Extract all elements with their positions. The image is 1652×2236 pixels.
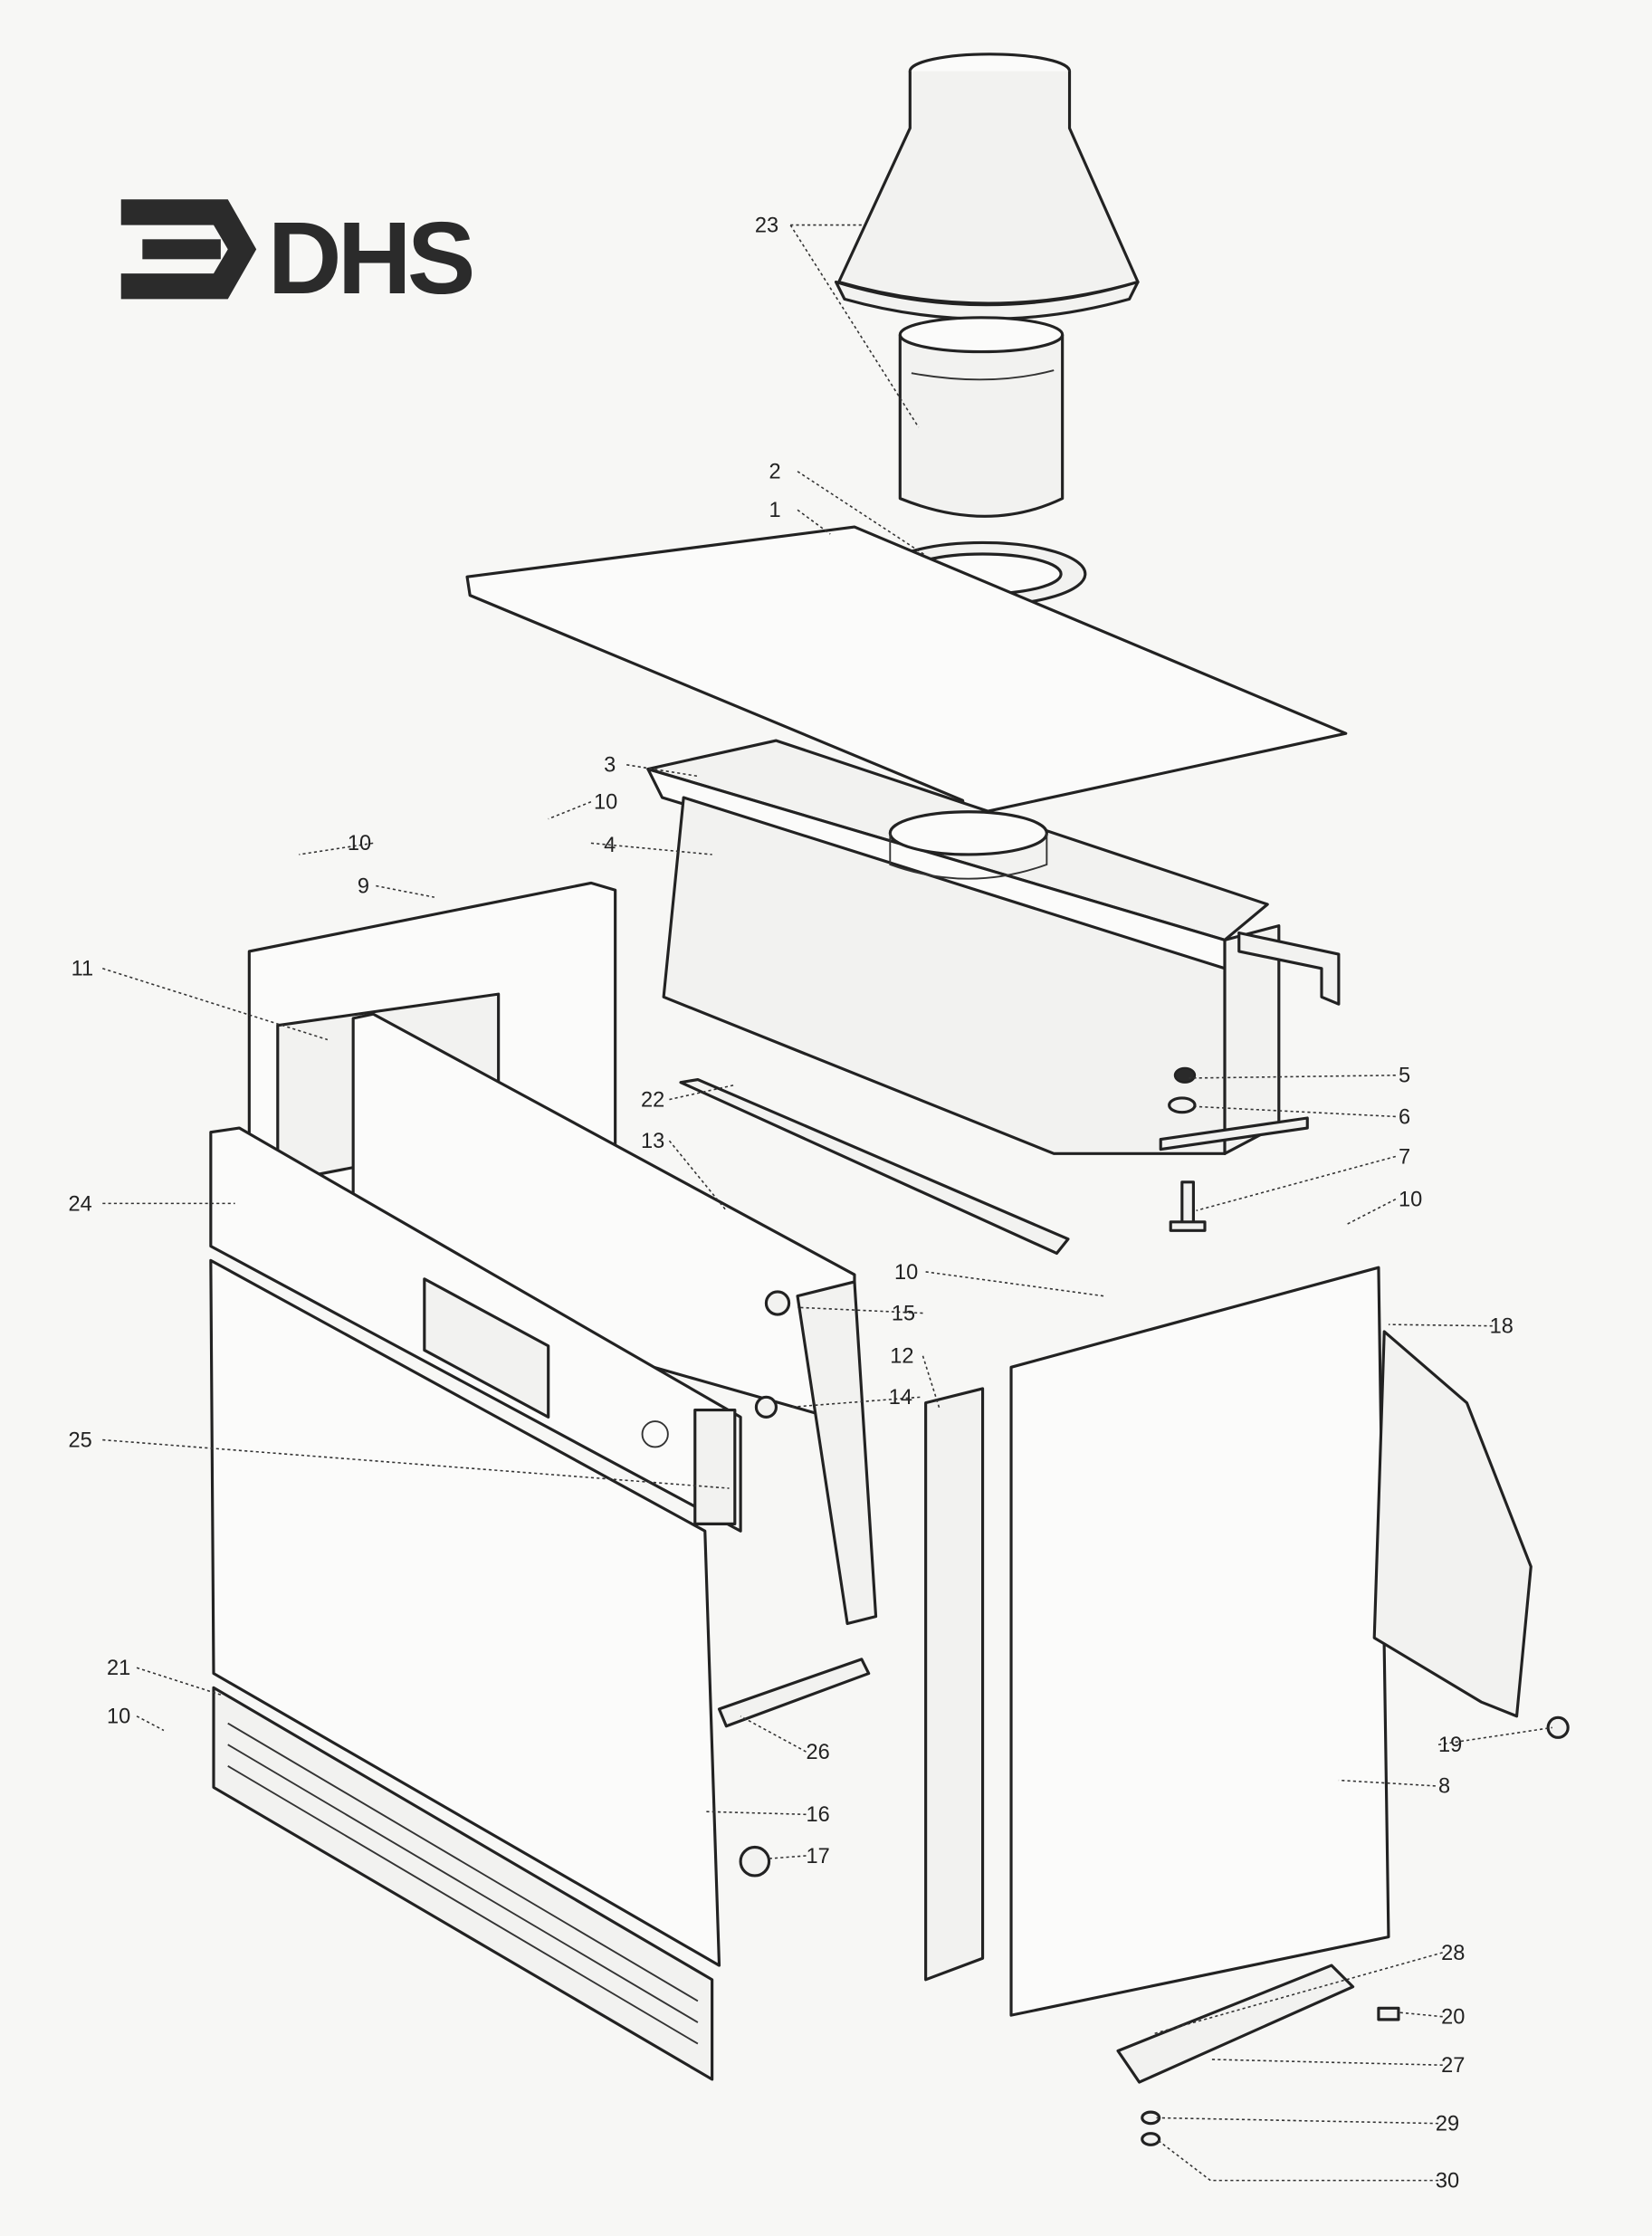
part-22-rail	[679, 1077, 1070, 1256]
part-18-bracket	[1372, 1330, 1533, 1718]
part-12-bracket	[924, 1387, 985, 1982]
callout-1: 1	[769, 498, 781, 521]
callout-27: 27	[1441, 2053, 1465, 2077]
callout-21: 21	[107, 1656, 130, 1679]
callout-23: 23	[755, 213, 778, 236]
callout-10: 10	[348, 831, 371, 855]
callout-28: 28	[1441, 1941, 1465, 1964]
callout-2: 2	[769, 460, 781, 483]
callout-11: 11	[72, 957, 93, 980]
part-1-top-plate	[465, 525, 1348, 818]
logo-text: DHS	[268, 201, 473, 316]
callout-16: 16	[806, 1802, 829, 1826]
part-15-mount	[796, 1280, 878, 1626]
callout-5: 5	[1399, 1064, 1410, 1087]
part-16-front-panel	[209, 1258, 721, 1967]
callout-29: 29	[1436, 2112, 1459, 2136]
callout-15: 15	[892, 1301, 915, 1324]
callout-20: 20	[1441, 2005, 1465, 2029]
callout-10: 10	[594, 790, 617, 814]
callout-6: 6	[1399, 1104, 1410, 1128]
control-window	[423, 1277, 550, 1419]
callout-18: 18	[1490, 1314, 1514, 1338]
callout-8: 8	[1438, 1774, 1450, 1798]
callout-13: 13	[641, 1129, 664, 1152]
leader-lines	[102, 224, 1552, 2182]
callout-10: 10	[894, 1260, 918, 1284]
callout-22: 22	[641, 1087, 664, 1111]
callout-19: 19	[1438, 1733, 1462, 1756]
part-4-combustion-box	[646, 739, 1341, 1232]
callout-14: 14	[889, 1385, 912, 1409]
part-26-strap	[717, 1658, 871, 1728]
callout-30: 30	[1436, 2169, 1459, 2193]
callout-9: 9	[358, 874, 369, 897]
callout-10: 10	[107, 1705, 130, 1728]
callout-25: 25	[69, 1428, 92, 1451]
callout-12: 12	[890, 1344, 913, 1368]
callout-4: 4	[604, 833, 616, 856]
callout-26: 26	[806, 1740, 829, 1763]
part-8-side-panel	[1009, 1266, 1390, 2017]
callout-7: 7	[1399, 1144, 1410, 1168]
callout-17: 17	[806, 1844, 829, 1868]
callout-10: 10	[1399, 1188, 1422, 1211]
part-21-grille	[212, 1686, 714, 2081]
part-23-flue-hood	[834, 53, 1140, 518]
dhs-logo: DHS	[120, 199, 477, 316]
callout-3: 3	[604, 753, 616, 777]
callout-numbers: 23 2 1 3 10 10 4 9 11 5 22 6 13 7 24 10 …	[69, 213, 1514, 2192]
callout-24: 24	[69, 1191, 92, 1215]
